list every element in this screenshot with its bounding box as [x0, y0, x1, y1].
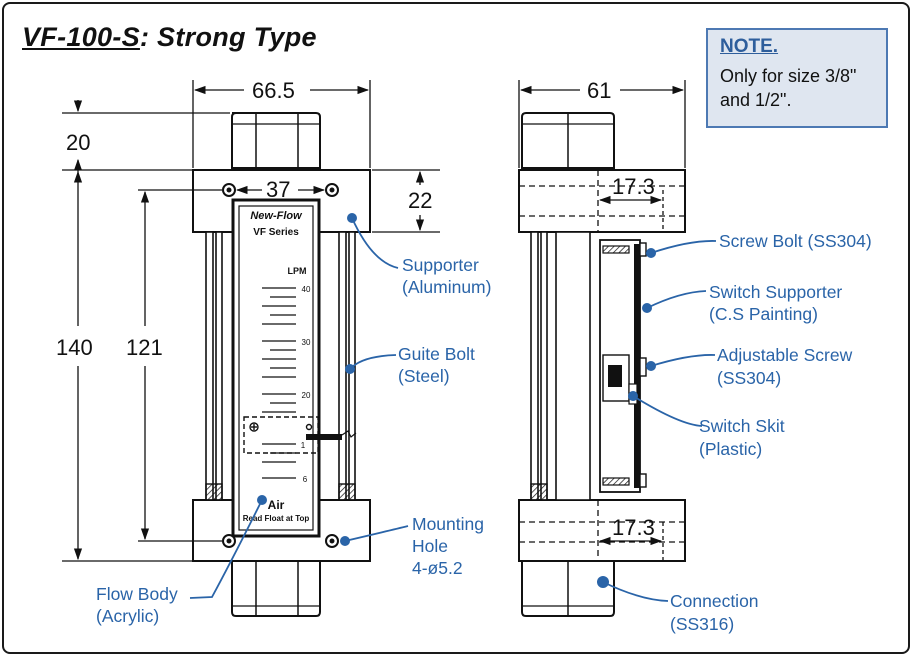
- unit-label: LPM: [288, 266, 307, 276]
- side-top-nut: [521, 112, 615, 169]
- side-dimensions: [518, 80, 686, 561]
- label-switch-skit-1: Switch Skit: [699, 416, 785, 436]
- title-suffix: : Strong Type: [139, 22, 317, 52]
- model-name: VF-100-S: [22, 22, 140, 52]
- front-view: [192, 112, 371, 617]
- dim-width-front: 66.5: [252, 78, 295, 103]
- label-guite-bolt-2: (Steel): [398, 366, 450, 386]
- front-top-nut: [231, 112, 321, 169]
- scale-label-6: 6: [303, 475, 308, 484]
- label-mounting-hole-2: Hole: [412, 536, 448, 556]
- dim-top: 20: [66, 130, 90, 155]
- dim-height: 140: [56, 335, 93, 360]
- note-heading: NOTE.: [720, 36, 779, 57]
- page-title: VF-100-S: Strong Type: [22, 22, 317, 53]
- front-dimensions: [62, 80, 440, 562]
- label-flow-body-2: (Acrylic): [96, 606, 159, 626]
- scale-ticks: [262, 287, 296, 479]
- front-bottom-nut: [231, 560, 321, 617]
- note-line-1: Only for size 3/8": [720, 66, 857, 86]
- dim-supporter: 22: [408, 188, 432, 213]
- label-adjustable-screw-2: (SS304): [717, 368, 781, 388]
- dim-offset-top: 17.3: [612, 174, 655, 199]
- label-adjustable-screw-1: Adjustable Screw: [717, 345, 853, 365]
- label-switch-skit-2: (Plastic): [699, 439, 762, 459]
- medium-label: Air: [268, 498, 285, 512]
- note-line-2: and 1/2".: [720, 90, 792, 110]
- label-switch-supporter-2: (C.S Painting): [709, 304, 818, 324]
- label-connection-1: Connection: [670, 591, 759, 611]
- side-top-block: [518, 169, 686, 233]
- note-box: NOTE. Only for size 3/8" and 1/2".: [706, 28, 888, 128]
- dim-width-side: 61: [587, 78, 611, 103]
- scale-label-40: 40: [302, 285, 311, 294]
- dim-inner: 121: [126, 335, 163, 360]
- label-screw-bolt: Screw Bolt (SS304): [719, 231, 872, 251]
- label-supporter-2: (Aluminum): [402, 277, 491, 297]
- side-bottom-nut: [521, 560, 615, 617]
- side-bottom-block: [518, 499, 686, 562]
- read-note-label: Read Float at Top: [243, 514, 310, 523]
- label-mounting-hole-1: Mounting: [412, 514, 484, 534]
- brand-label: New-Flow: [250, 210, 303, 222]
- scale-label-20: 20: [302, 391, 311, 400]
- label-guite-bolt-1: Guite Bolt: [398, 344, 475, 364]
- label-switch-supporter-1: Switch Supporter: [709, 282, 842, 302]
- label-mounting-hole-3: 4-ø5.2: [412, 558, 463, 578]
- label-supporter-1: Supporter: [402, 255, 479, 275]
- callout-dots: [257, 213, 656, 588]
- series-label: VF Series: [253, 227, 299, 238]
- scale-label-1: 1: [301, 441, 306, 450]
- scale-label-30: 30: [302, 338, 311, 347]
- dim-offset-bottom: 17.3: [612, 515, 655, 540]
- note-body: Only for size 3/8" and 1/2".: [720, 64, 886, 112]
- dim-hole-spacing: 37: [266, 177, 290, 202]
- label-flow-body-1: Flow Body: [96, 584, 178, 604]
- label-connection-2: (SS316): [670, 614, 734, 634]
